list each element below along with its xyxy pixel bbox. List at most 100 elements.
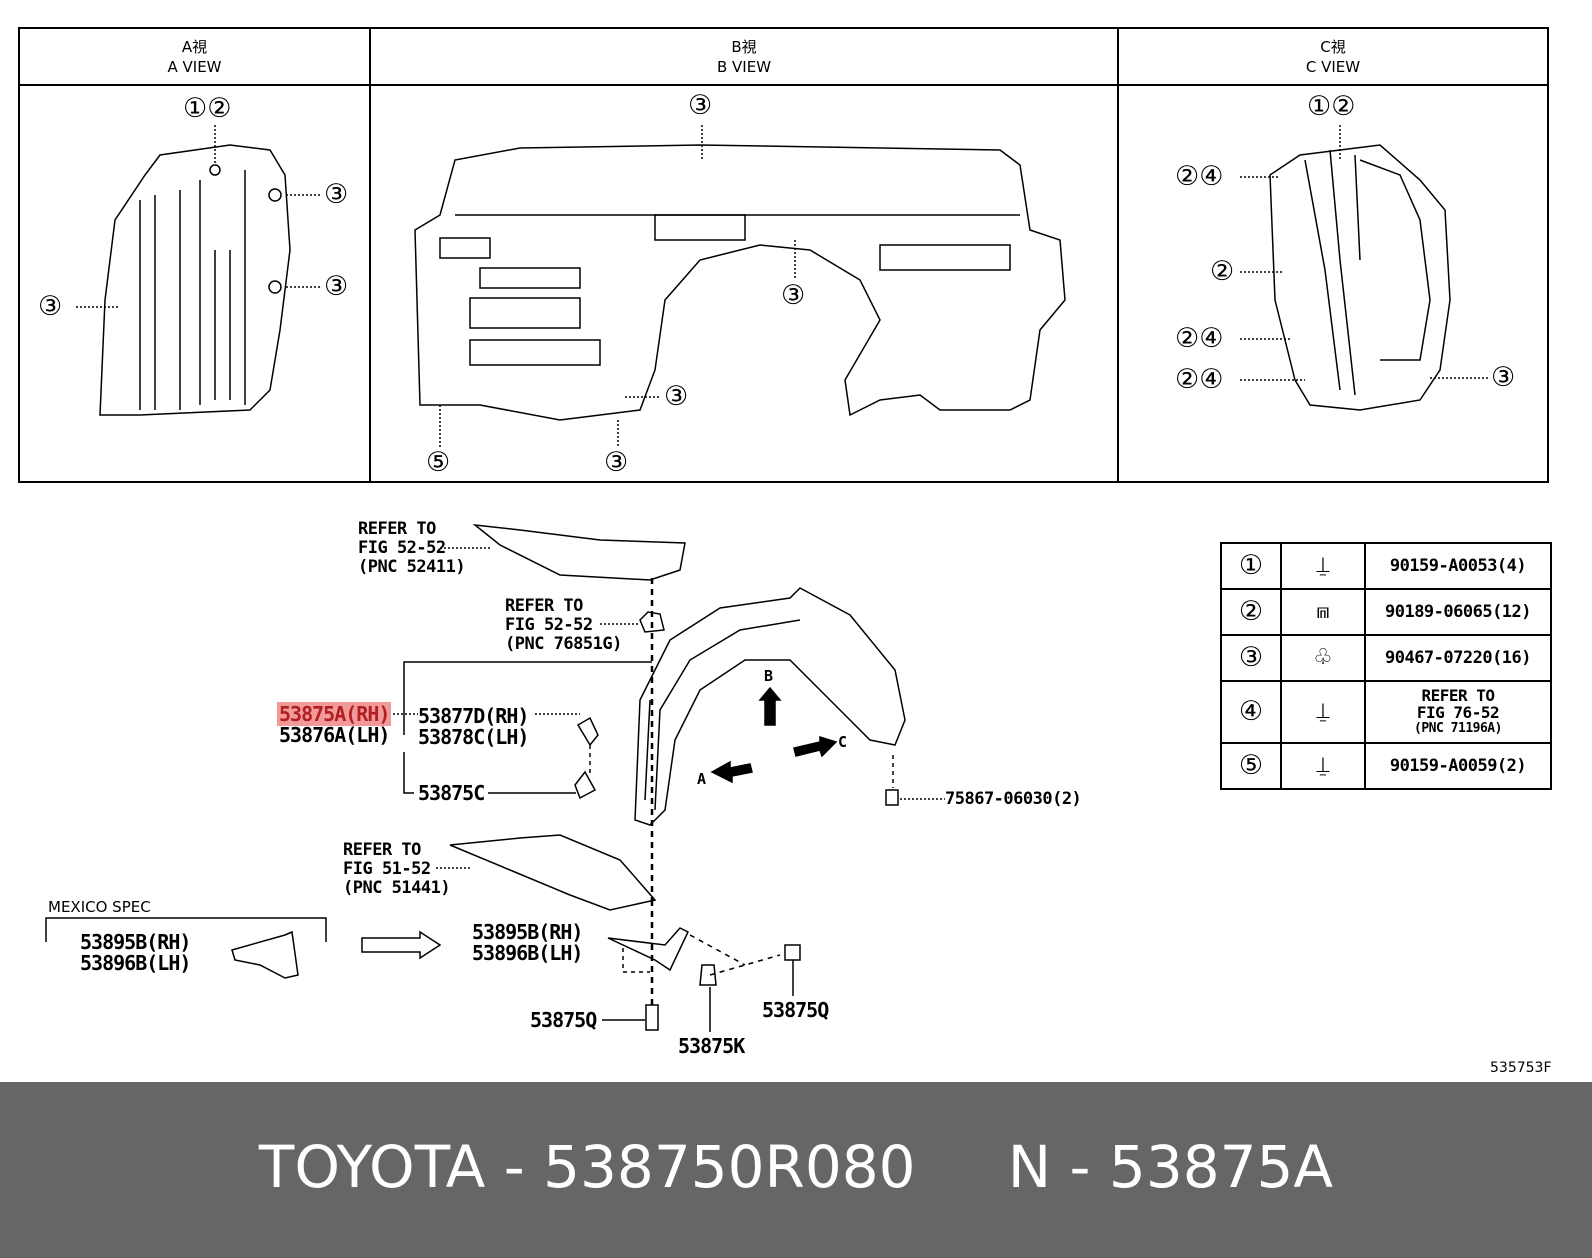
legend-number: ③ [1220, 634, 1282, 682]
part-53875c[interactable]: 53875C [418, 781, 485, 805]
callout: ⑤ [426, 447, 451, 478]
views-frame [18, 27, 1549, 483]
reference-number: N - 53875A [1007, 1133, 1334, 1201]
part-53876a-lh[interactable]: 53876A(LH) [279, 723, 390, 747]
part-53877d-rh[interactable]: 53877D(RH) [418, 704, 529, 728]
part-53875q-left[interactable]: 53875Q [530, 1008, 597, 1032]
c-view-title-en: C VIEW [1305, 58, 1361, 76]
arrow-b [758, 686, 782, 726]
b-view-title-en: B VIEW [716, 58, 772, 76]
callout: ①② [1307, 91, 1356, 122]
arrow-b-label: B [764, 667, 773, 685]
part-53875q-right[interactable]: 53875Q [762, 998, 829, 1022]
arrow-a [710, 760, 753, 784]
legend-number: ② [1220, 588, 1282, 636]
a-view-liner-drawing [76, 125, 322, 416]
refer-note-51441[interactable]: REFER TO FIG 51-52 (PNC 51441) [343, 840, 451, 898]
callout: ③ [38, 291, 63, 322]
part-53895b-rh-mexico[interactable]: 53895B(RH) [80, 930, 191, 954]
callout: ③ [324, 179, 349, 210]
part-53895b-rh[interactable]: 53895B(RH) [472, 920, 583, 944]
legend-part-number[interactable]: 90159-A0053(4) [1364, 542, 1552, 590]
fastener-legend-table: ① ⍊ 90159-A0053(4) ② ⩎ 90189-06065(12) ③… [1220, 542, 1552, 790]
legend-part-number[interactable]: 90159-A0059(2) [1364, 742, 1552, 790]
lower-cover-part [449, 834, 657, 911]
callout: ①② [183, 93, 232, 124]
legend-row: ① ⍊ 90159-A0053(4) [1220, 542, 1552, 590]
legend-row: ⑤ ⍊ 90159-A0059(2) [1220, 742, 1552, 790]
part-label-mexico[interactable]: 53895B(RH) 53896B(LH) [80, 930, 191, 975]
legend-refer-note[interactable]: REFER TO FIG 76-52 (PNC 71196A) [1364, 680, 1552, 744]
legend-row: ④ ⍊ REFER TO FIG 76-52 (PNC 71196A) [1220, 680, 1552, 744]
bolt-icon: ⍊ [1280, 742, 1366, 790]
bolt-icon: ⍊ [1280, 680, 1366, 744]
footer-bar [0, 1082, 1592, 1258]
legend-number: ① [1220, 542, 1282, 590]
callout: ②④ [1175, 161, 1224, 192]
c-view-liner-drawing [1240, 125, 1490, 411]
callout: ②④ [1175, 323, 1224, 354]
refer-line: REFER TO [1421, 686, 1495, 705]
c-view-header: C視 C VIEW [1118, 37, 1548, 77]
figure-code: 535753F [1490, 1060, 1552, 1076]
b-view-liner-drawing [414, 125, 1066, 448]
callout: ③ [1491, 362, 1516, 393]
a-view-header: A視 A VIEW [19, 37, 370, 77]
a-view-title-jp: A視 [181, 38, 208, 56]
legend-part-number[interactable]: 90467-07220(16) [1364, 634, 1552, 682]
callout: ③ [604, 447, 629, 478]
mexico-spec-label: MEXICO SPEC [48, 898, 151, 916]
refer-note-52411[interactable]: REFER TO FIG 52-52 (PNC 52411) [358, 519, 466, 577]
part-label-53877d[interactable]: 53877D(RH) 53878C(LH) [418, 704, 529, 749]
callout: ③ [664, 381, 689, 412]
legend-row: ② ⩎ 90189-06065(12) [1220, 588, 1552, 636]
part-53875a-rh-highlighted[interactable]: 53875A(RH) [277, 702, 392, 726]
callout: ③ [688, 90, 713, 121]
upper-bracket-part [472, 523, 686, 581]
refer-fig: FIG 76-52 [1416, 703, 1500, 722]
refer-note-76851g[interactable]: REFER TO FIG 52-52 (PNC 76851G) [505, 597, 622, 654]
legend-row: ③ ♧ 90467-07220(16) [1220, 634, 1552, 682]
part-53896b-lh-mexico[interactable]: 53896B(LH) [80, 951, 191, 975]
refer-pnc: (PNC 52411) [358, 557, 466, 577]
refer-fig: FIG 52-52 [505, 615, 593, 635]
callout: ② [1210, 256, 1235, 287]
arrow-c [793, 735, 838, 758]
part-label-53895b[interactable]: 53895B(RH) 53896B(LH) [472, 920, 583, 965]
fender-liner-part [634, 587, 906, 826]
arrow-a-label: A [697, 770, 706, 788]
callout: ③ [324, 271, 349, 302]
exploded-view-drawing [45, 523, 945, 1032]
bolt-icon: ⍊ [1280, 542, 1366, 590]
part-label-main[interactable]: 53875A(RH) 53876A(LH) [277, 702, 392, 747]
part-53878c-lh[interactable]: 53878C(LH) [418, 725, 529, 749]
nut-clip-icon: ⩎ [1280, 588, 1366, 636]
refer-pnc: (PNC 51441) [343, 878, 451, 898]
callout: ②④ [1175, 364, 1224, 395]
part-53875k[interactable]: 53875K [678, 1034, 745, 1058]
legend-number: ⑤ [1220, 742, 1282, 790]
c-view-title-jp: C視 [1320, 38, 1346, 56]
a-view-title-en: A VIEW [167, 58, 222, 76]
callout: ③ [781, 280, 806, 311]
refer-fig: FIG 51-52 [343, 859, 431, 879]
part-number: 538750R080 [543, 1133, 916, 1201]
refer-line: REFER TO [505, 596, 583, 616]
b-view-title-jp: B視 [731, 38, 757, 56]
brand-name: TOYOTA [258, 1133, 486, 1201]
legend-part-number[interactable]: 90189-06065(12) [1364, 588, 1552, 636]
push-clip-icon: ♧ [1280, 634, 1366, 682]
b-view-header: B視 B VIEW [370, 37, 1118, 77]
part-53896b-lh[interactable]: 53896B(LH) [472, 941, 583, 965]
refer-fig: FIG 52-52 [358, 538, 446, 558]
arrow-outline [361, 930, 442, 960]
refer-pnc: (PNC 76851G) [505, 634, 622, 654]
legend-number: ④ [1220, 680, 1282, 744]
part-75867-06030[interactable]: 75867-06030(2) [945, 789, 1082, 809]
arrow-c-label: C [838, 733, 847, 751]
refer-pnc: (PNC 71196A) [1414, 721, 1502, 736]
footer-title: TOYOTA - 538750R080 N - 53875A [258, 1133, 1334, 1201]
refer-line: REFER TO [358, 519, 436, 539]
refer-line: REFER TO [343, 840, 421, 860]
